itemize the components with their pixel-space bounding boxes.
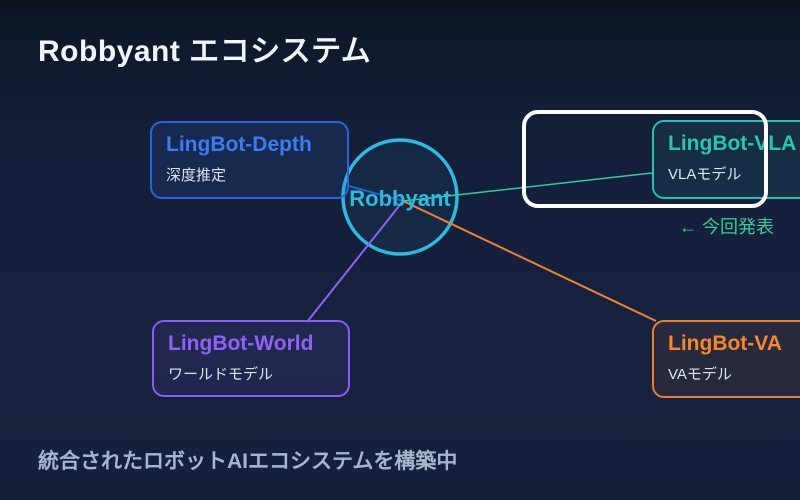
slide-caption: 統合されたロボットAIエコシステムを構築中 <box>38 450 458 473</box>
node-sublabel: VAモデル <box>668 366 732 383</box>
node-lingbot-depth: LingBot-Depth 深度推定 <box>150 121 349 199</box>
node-sublabel: 深度推定 <box>166 167 227 184</box>
node-label: LingBot-VA <box>668 332 782 355</box>
connector-vla <box>402 172 653 202</box>
node-sublabel: VLAモデル <box>668 166 742 183</box>
announcement-annotation: ← 今回発表 <box>679 217 775 237</box>
center-node-label: Robbyant <box>349 186 451 211</box>
page-title: Robbyant エコシステム <box>38 35 372 68</box>
connector-va <box>402 200 657 322</box>
node-lingbot-va: LingBot-VA VAモデル <box>652 320 800 398</box>
node-label: LingBot-Depth <box>166 133 312 156</box>
node-lingbot-vla: LingBot-VLA VLAモデル <box>652 120 800 199</box>
node-label: LingBot-VLA <box>668 132 797 155</box>
connector-depth <box>348 185 404 202</box>
node-lingbot-world: LingBot-World ワールドモデル <box>152 320 350 397</box>
node-label: LingBot-World <box>168 332 314 355</box>
node-sublabel: ワールドモデル <box>168 366 274 383</box>
connector-world <box>306 200 404 323</box>
